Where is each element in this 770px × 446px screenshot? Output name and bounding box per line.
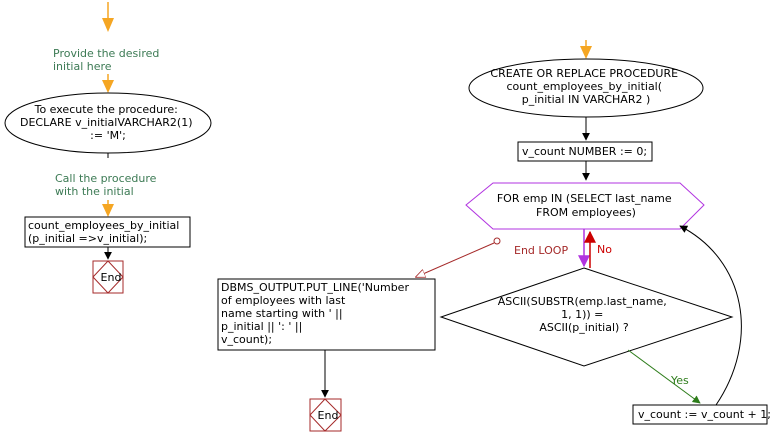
svg-text:FOR emp IN (SELECT last_name: FOR emp IN (SELECT last_name FROM employ… [497,192,675,219]
svg-text:v_count := v_count + 1;: v_count := v_count + 1; [638,408,770,421]
start-arrow-left [102,2,114,32]
end-node-left: End [92,260,124,294]
yes-label: Yes [670,374,689,387]
note-provide-initial: Provide the desired initial here [53,47,163,73]
create-procedure-ellipse: CREATE OR REPLACE PROCEDURE count_employ… [468,58,704,118]
svg-text:ASCII(SUBSTR(emp.last_name,: ASCII(SUBSTR(emp.last_name, 1, 1)) = ASC… [498,295,671,334]
for-loop-hexagon: FOR emp IN (SELECT last_name FROM employ… [465,182,705,230]
declare-count-box: v_count NUMBER := 0; [517,141,653,162]
svg-text:End: End [318,409,339,422]
svg-text:CREATE OR REPLACE PROCEDURE: CREATE OR REPLACE PROCEDURE count_employ… [490,67,681,106]
loop-back-arrow [679,225,742,406]
arrow-to-call [102,200,114,217]
note-call-procedure: Call the procedure with the initial [55,172,160,198]
end-loop-edge [416,237,501,277]
yes-arrow [627,349,701,404]
start-arrow-right [580,40,592,59]
svg-text:count_employees_by_initial: count_employees_by_initial (p_initial =>… [28,219,183,245]
call-procedure-box: count_employees_by_initial (p_initial =>… [24,216,191,248]
svg-text:v_count NUMBER := 0;: v_count NUMBER := 0; [522,145,647,158]
svg-text:End: End [101,271,122,284]
output-box: DBMS_OUTPUT.PUT_LINE('Number of employee… [217,278,436,351]
execute-ellipse: To execute the procedure: DECLARE v_init… [4,92,212,154]
no-label: No [597,243,612,256]
increment-box: v_count := v_count + 1; [632,404,770,425]
end-node-right: End [309,398,342,432]
svg-text:To execute the procedure:: To execute the procedure: DECLARE v_init… [20,103,196,142]
svg-text:DBMS_OUTPUT.PUT_LINE('Number: DBMS_OUTPUT.PUT_LINE('Number of employee… [221,281,412,346]
decision-diamond: ASCII(SUBSTR(emp.last_name, 1, 1)) = ASC… [439,267,734,367]
arrow-to-execute [102,74,114,93]
end-loop-label: End LOOP [514,244,568,257]
